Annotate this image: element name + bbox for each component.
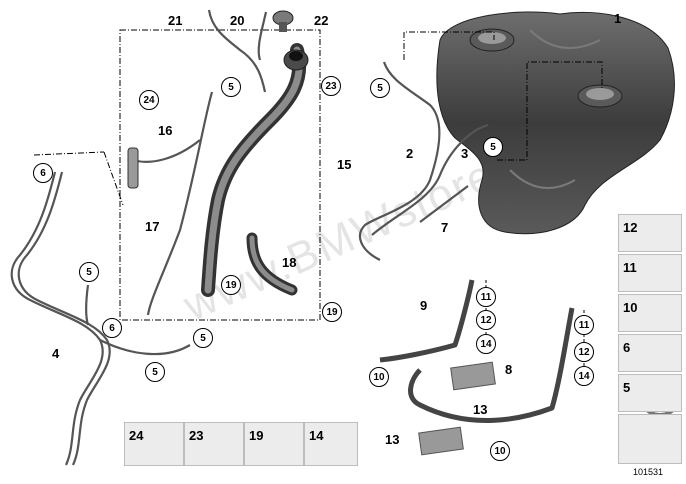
label-21: 21 [168,13,183,28]
side-panel-number: 6 [623,340,631,355]
label-1: 1 [614,11,622,26]
callout-19: 19 [322,302,342,322]
label-20: 20 [230,13,245,28]
callout-5: 5 [483,137,503,157]
label-16: 16 [158,123,173,138]
label-17: 17 [145,219,160,234]
label-9: 9 [420,298,428,313]
callout-19: 19 [221,275,241,295]
side-panel-number: 12 [623,220,638,235]
callout-5: 5 [221,77,241,97]
label-2: 2 [406,146,414,161]
callout-6: 6 [33,163,53,183]
callout-11: 11 [476,287,496,307]
side-panel-cell [618,414,682,464]
callout-24: 24 [139,90,159,110]
side-panel-cell: 6 [618,334,682,372]
bottom-panel-cell: 14 [304,422,358,466]
bottom-panel-number: 14 [309,428,324,443]
callout-11: 11 [574,315,594,335]
side-panel-cell: 11 [618,254,682,292]
bottom-panel-cell: 19 [244,422,304,466]
fuel-tank [436,11,675,235]
bottom-panel-cell: 24 [124,422,184,466]
label-13a: 13 [473,402,488,417]
side-panel-number: 10 [623,300,638,315]
side-panel-cell: 12 [618,214,682,252]
label-4: 4 [52,346,60,361]
bottom-panel-number: 19 [249,428,264,443]
callout-12: 12 [476,310,496,330]
callout-14: 14 [574,366,594,386]
label-13b: 13 [385,432,400,447]
callout-10: 10 [490,441,510,461]
side-panel-cell: 10 [618,294,682,332]
label-15: 15 [337,157,352,172]
label-8: 8 [505,362,513,377]
callout-5: 5 [193,328,213,348]
callout-12: 12 [574,342,594,362]
bottom-panel-cell: 23 [184,422,244,466]
callout-10: 10 [369,367,389,387]
callout-14: 14 [476,334,496,354]
callout-5: 5 [145,362,165,382]
label-3: 3 [461,146,469,161]
bottom-panel-number: 23 [189,428,204,443]
callout-6: 6 [102,318,122,338]
side-panel-number: 11 [623,260,637,275]
label-18: 18 [282,255,297,270]
label-22: 22 [314,13,329,28]
side-panel-cell: 5 [618,374,682,412]
side-panel-number: 5 [623,380,631,395]
label-7: 7 [441,220,449,235]
callout-23: 23 [321,76,341,96]
callout-5: 5 [79,262,99,282]
bottom-panel-number: 24 [129,428,144,443]
image-id: 101531 [633,467,664,477]
callout-5: 5 [370,78,390,98]
